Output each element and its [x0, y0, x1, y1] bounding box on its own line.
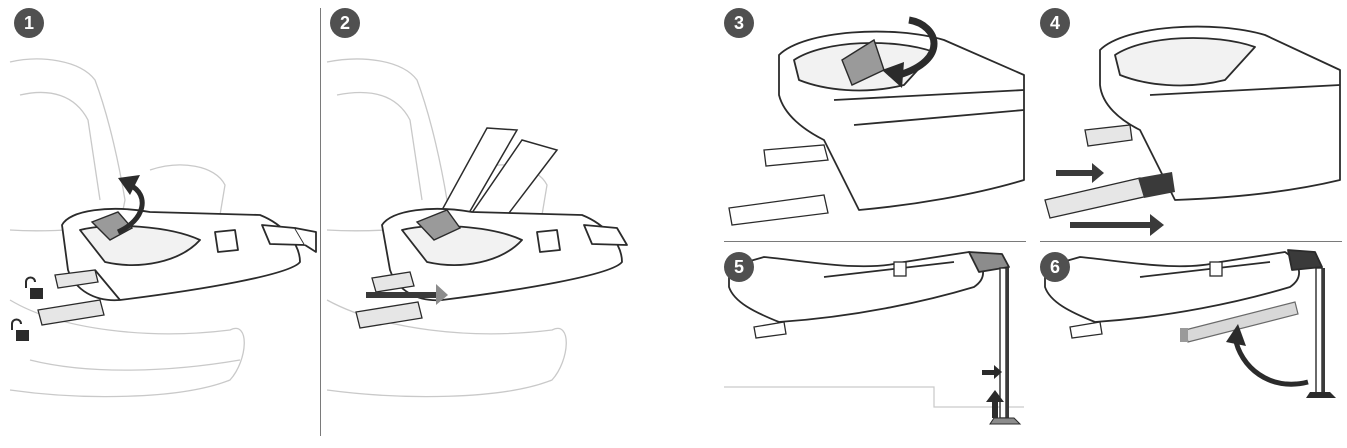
unlock-icon — [25, 276, 43, 299]
step-number-badge: 3 — [724, 8, 754, 38]
vertical-divider — [320, 8, 321, 436]
step-6-illustration — [1044, 249, 1336, 398]
step-5-panel: 5 — [724, 242, 1026, 448]
step-2-illustration — [326, 58, 628, 398]
step-1-panel: 1 — [0, 0, 320, 448]
step-3-illustration — [728, 16, 1025, 226]
unlock-icon — [11, 318, 29, 341]
step-number-badge: 2 — [330, 8, 360, 38]
step-4-illustration — [1044, 25, 1341, 236]
step-6-panel: 6 — [1040, 242, 1342, 448]
step-3-panel: 3 — [724, 0, 1026, 241]
step-number-badge: 1 — [14, 8, 44, 38]
step-5-illustration — [724, 251, 1024, 425]
step-1-illustration — [9, 58, 317, 398]
step-number-badge: 6 — [1040, 252, 1070, 282]
step-number-badge: 5 — [724, 252, 754, 282]
horizontal-divider-left — [724, 241, 1026, 242]
step-2-panel: 2 — [322, 0, 720, 448]
step-number-badge: 4 — [1040, 8, 1070, 38]
horizontal-divider-right — [1040, 241, 1342, 242]
step-4-panel: 4 — [1040, 0, 1342, 241]
